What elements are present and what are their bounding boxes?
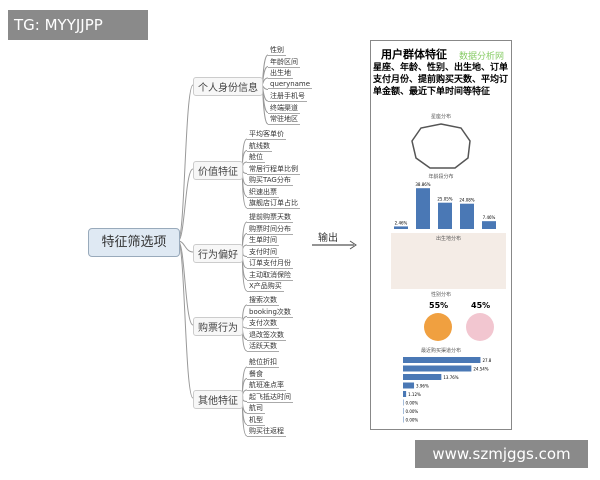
device-bar-label: 0.00% bbox=[406, 401, 419, 406]
leaf-node: 购票时间分布 bbox=[247, 224, 293, 235]
device-bar-label: 13.76% bbox=[443, 375, 458, 380]
leaf-node: 退改签次数 bbox=[247, 330, 286, 341]
gender-title: 性别分布 bbox=[430, 292, 451, 298]
branch-node: 个人身份信息 bbox=[193, 77, 263, 96]
device-bar-chart: 27.8 24.54% 13.76% 3.96% 1.12% 0.00% 0.00% 0.00… bbox=[403, 357, 492, 423]
connector bbox=[177, 168, 194, 242]
watermark-bottom: www.szmjggs.com bbox=[415, 440, 588, 468]
device-bar bbox=[403, 416, 404, 423]
device-bar bbox=[403, 365, 472, 372]
leaf-node: 航司 bbox=[247, 404, 265, 414]
branch-node: 价值特征 bbox=[193, 161, 243, 180]
site-watermark: 数据分析网 bbox=[459, 52, 505, 62]
leaf-node: 提前购票天数 bbox=[247, 213, 293, 223]
device-bar-label: 1.12% bbox=[408, 392, 421, 397]
leaf-node: queryname bbox=[268, 79, 313, 89]
connector bbox=[177, 240, 194, 399]
leaf-node: 注册手机号 bbox=[268, 92, 307, 102]
leaf-node: 购买往返程 bbox=[247, 427, 286, 437]
leaf-node: 支付时间 bbox=[247, 247, 279, 258]
age-bar-label: 7.46% bbox=[483, 215, 496, 220]
device-bar-label: 24.54% bbox=[473, 367, 488, 372]
device-bar-label: 3.96% bbox=[416, 384, 429, 389]
connector bbox=[177, 84, 194, 242]
connector bbox=[177, 240, 194, 326]
leaf-node: 舱位折扣 bbox=[247, 358, 279, 368]
leaf-node: 搜索次数 bbox=[247, 296, 279, 306]
leaf-node: 航班准点率 bbox=[247, 381, 286, 391]
root-node: 特征筛选项 bbox=[88, 228, 180, 257]
leaf-node: 起飞抵达时间 bbox=[247, 392, 293, 403]
branch-node: 其他特征 bbox=[193, 390, 243, 409]
leaf-node: 终端渠道 bbox=[268, 103, 300, 114]
arrow-icon bbox=[312, 240, 357, 250]
panel-title: 用户群体特征 bbox=[381, 48, 447, 61]
radar-title: 星座分布 bbox=[430, 114, 451, 120]
leaf-node: 支付次数 bbox=[247, 319, 279, 329]
leaf-node: booking次数 bbox=[247, 307, 293, 318]
device-bar bbox=[403, 374, 442, 380]
female-avatar-icon bbox=[466, 313, 494, 341]
age-bar-chart: 2.46% 38.86% 25.05% 24.08% 7.46% bbox=[394, 182, 496, 229]
device-bar bbox=[403, 357, 481, 363]
leaf-node: 活跃天数 bbox=[247, 342, 279, 352]
age-bar bbox=[460, 203, 474, 229]
leaf-node: 舱位 bbox=[247, 153, 265, 163]
user-group-panel: 用户群体特征 数据分析网 星座、年龄、性别、出生地、订单支付月份、提前购买天数、… bbox=[370, 40, 512, 430]
device-bar bbox=[403, 391, 407, 397]
map-title: 出生地分布 bbox=[435, 236, 461, 242]
male-percent: 55% bbox=[429, 301, 449, 310]
leaf-node: 餐食 bbox=[247, 369, 265, 380]
device-bar bbox=[403, 399, 404, 406]
leaf-node: 旗舰店订单占比 bbox=[247, 199, 300, 209]
leaf-node: 常驻地区 bbox=[268, 115, 300, 125]
device-bar bbox=[403, 408, 404, 414]
leaf-node: 年龄区间 bbox=[268, 57, 300, 68]
age-bar bbox=[482, 221, 496, 229]
birthplace-map: 出生地分布 bbox=[391, 233, 506, 289]
leaf-node: 生单时间 bbox=[247, 236, 279, 246]
leaf-node: 性别 bbox=[268, 46, 286, 56]
leaf-node: 常居行程单比例 bbox=[247, 164, 300, 175]
branch-node: 行为偏好 bbox=[193, 244, 243, 263]
leaf-node: 航线数 bbox=[247, 141, 272, 152]
leaf-node: 订单支付月份 bbox=[247, 259, 293, 269]
leaf-node: 主动取消保险 bbox=[247, 270, 293, 281]
watermark-top: TG: MYYJJPP bbox=[8, 10, 148, 40]
leaf-node: 机型 bbox=[247, 415, 265, 426]
age-bar bbox=[416, 188, 430, 229]
leaf-node: 购买TAG分布 bbox=[247, 176, 293, 186]
leaf-node: X产品购买 bbox=[247, 282, 284, 292]
age-bar-label: 25.05% bbox=[437, 197, 452, 202]
output-label: 输出 bbox=[318, 233, 338, 244]
leaf-node: 平均客单价 bbox=[247, 130, 286, 140]
device-bar-label: 0.00% bbox=[406, 409, 419, 414]
leaf-node: 织速出票 bbox=[247, 187, 279, 198]
device-bar bbox=[403, 382, 415, 389]
age-bar-label: 2.46% bbox=[395, 220, 408, 225]
panel-description: 星座、年龄、性别、出生地、订单支付月份、提前购买天数、平均订单金额、最近下单时间… bbox=[373, 63, 509, 97]
age-bar-label: 38.86% bbox=[415, 182, 430, 187]
radar-chart bbox=[411, 123, 471, 169]
age-bar-label: 24.08% bbox=[459, 198, 474, 203]
device-bar-label: 27.8 bbox=[482, 358, 491, 363]
device-bar-label: 0.00% bbox=[406, 418, 419, 423]
leaf-node: 出生地 bbox=[268, 69, 293, 79]
male-avatar-icon bbox=[424, 313, 452, 341]
branch-node: 购票行为 bbox=[193, 317, 243, 336]
female-percent: 45% bbox=[471, 301, 491, 310]
age-bar bbox=[438, 202, 452, 229]
age-title: 年龄段分布 bbox=[428, 174, 454, 180]
device-title: 最近购买渠道分布 bbox=[420, 348, 461, 354]
age-bar bbox=[394, 226, 408, 229]
